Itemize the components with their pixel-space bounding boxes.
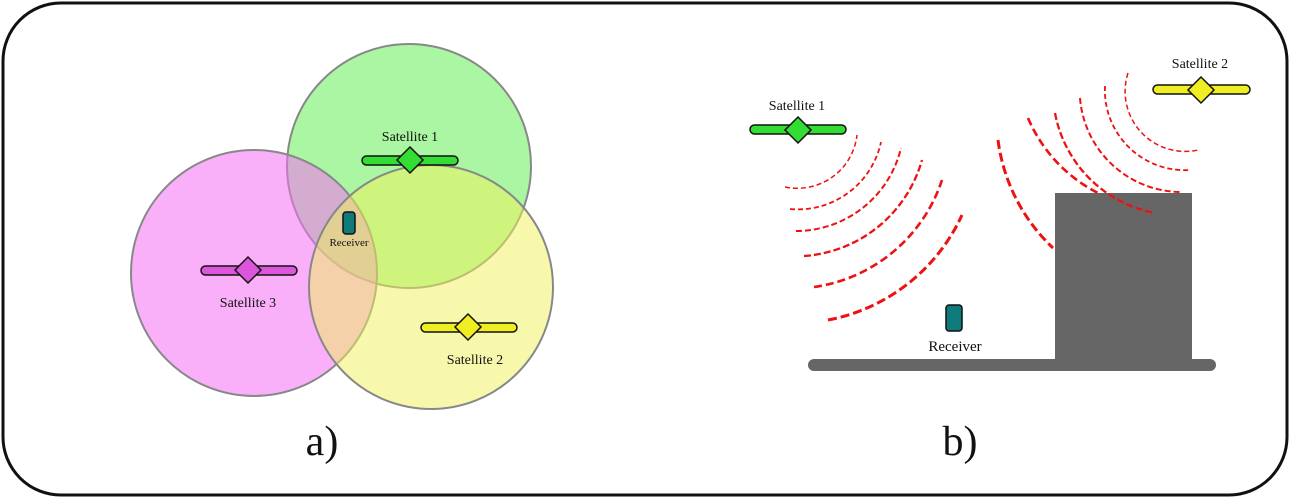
receiver-icon bbox=[342, 211, 356, 235]
receiver-label: Receiver bbox=[329, 237, 368, 249]
satellite-1-icon bbox=[361, 145, 459, 175]
building bbox=[1055, 193, 1192, 365]
panel-b: Satellite 1 Satellite 2 Receiver b) bbox=[749, 57, 1251, 465]
satellite-1-label-b: Satellite 1 bbox=[769, 99, 825, 114]
satellite-2-icon bbox=[420, 312, 518, 342]
panel-a: Satellite 1 Satellite 3 Satellite 2 Rece… bbox=[130, 43, 554, 465]
satellite-2-range-circle bbox=[308, 164, 554, 410]
satellite-1-label: Satellite 1 bbox=[382, 130, 438, 145]
satellite-1-signal-waves bbox=[784, 134, 964, 322]
satellite-2-label: Satellite 2 bbox=[447, 353, 503, 368]
panel-b-caption: b) bbox=[943, 419, 978, 465]
receiver-label-b: Receiver bbox=[928, 339, 981, 355]
panel-a-caption: a) bbox=[306, 419, 339, 465]
satellite-3-label: Satellite 3 bbox=[220, 296, 276, 311]
receiver-icon-b bbox=[945, 304, 963, 332]
satellite-2-icon-b bbox=[1152, 75, 1251, 105]
satellite-2-signal-waves bbox=[996, 72, 1199, 250]
satellite-1-icon-b bbox=[749, 115, 847, 145]
satellite-2-label-b: Satellite 2 bbox=[1172, 57, 1228, 72]
satellite-3-icon bbox=[200, 255, 298, 285]
